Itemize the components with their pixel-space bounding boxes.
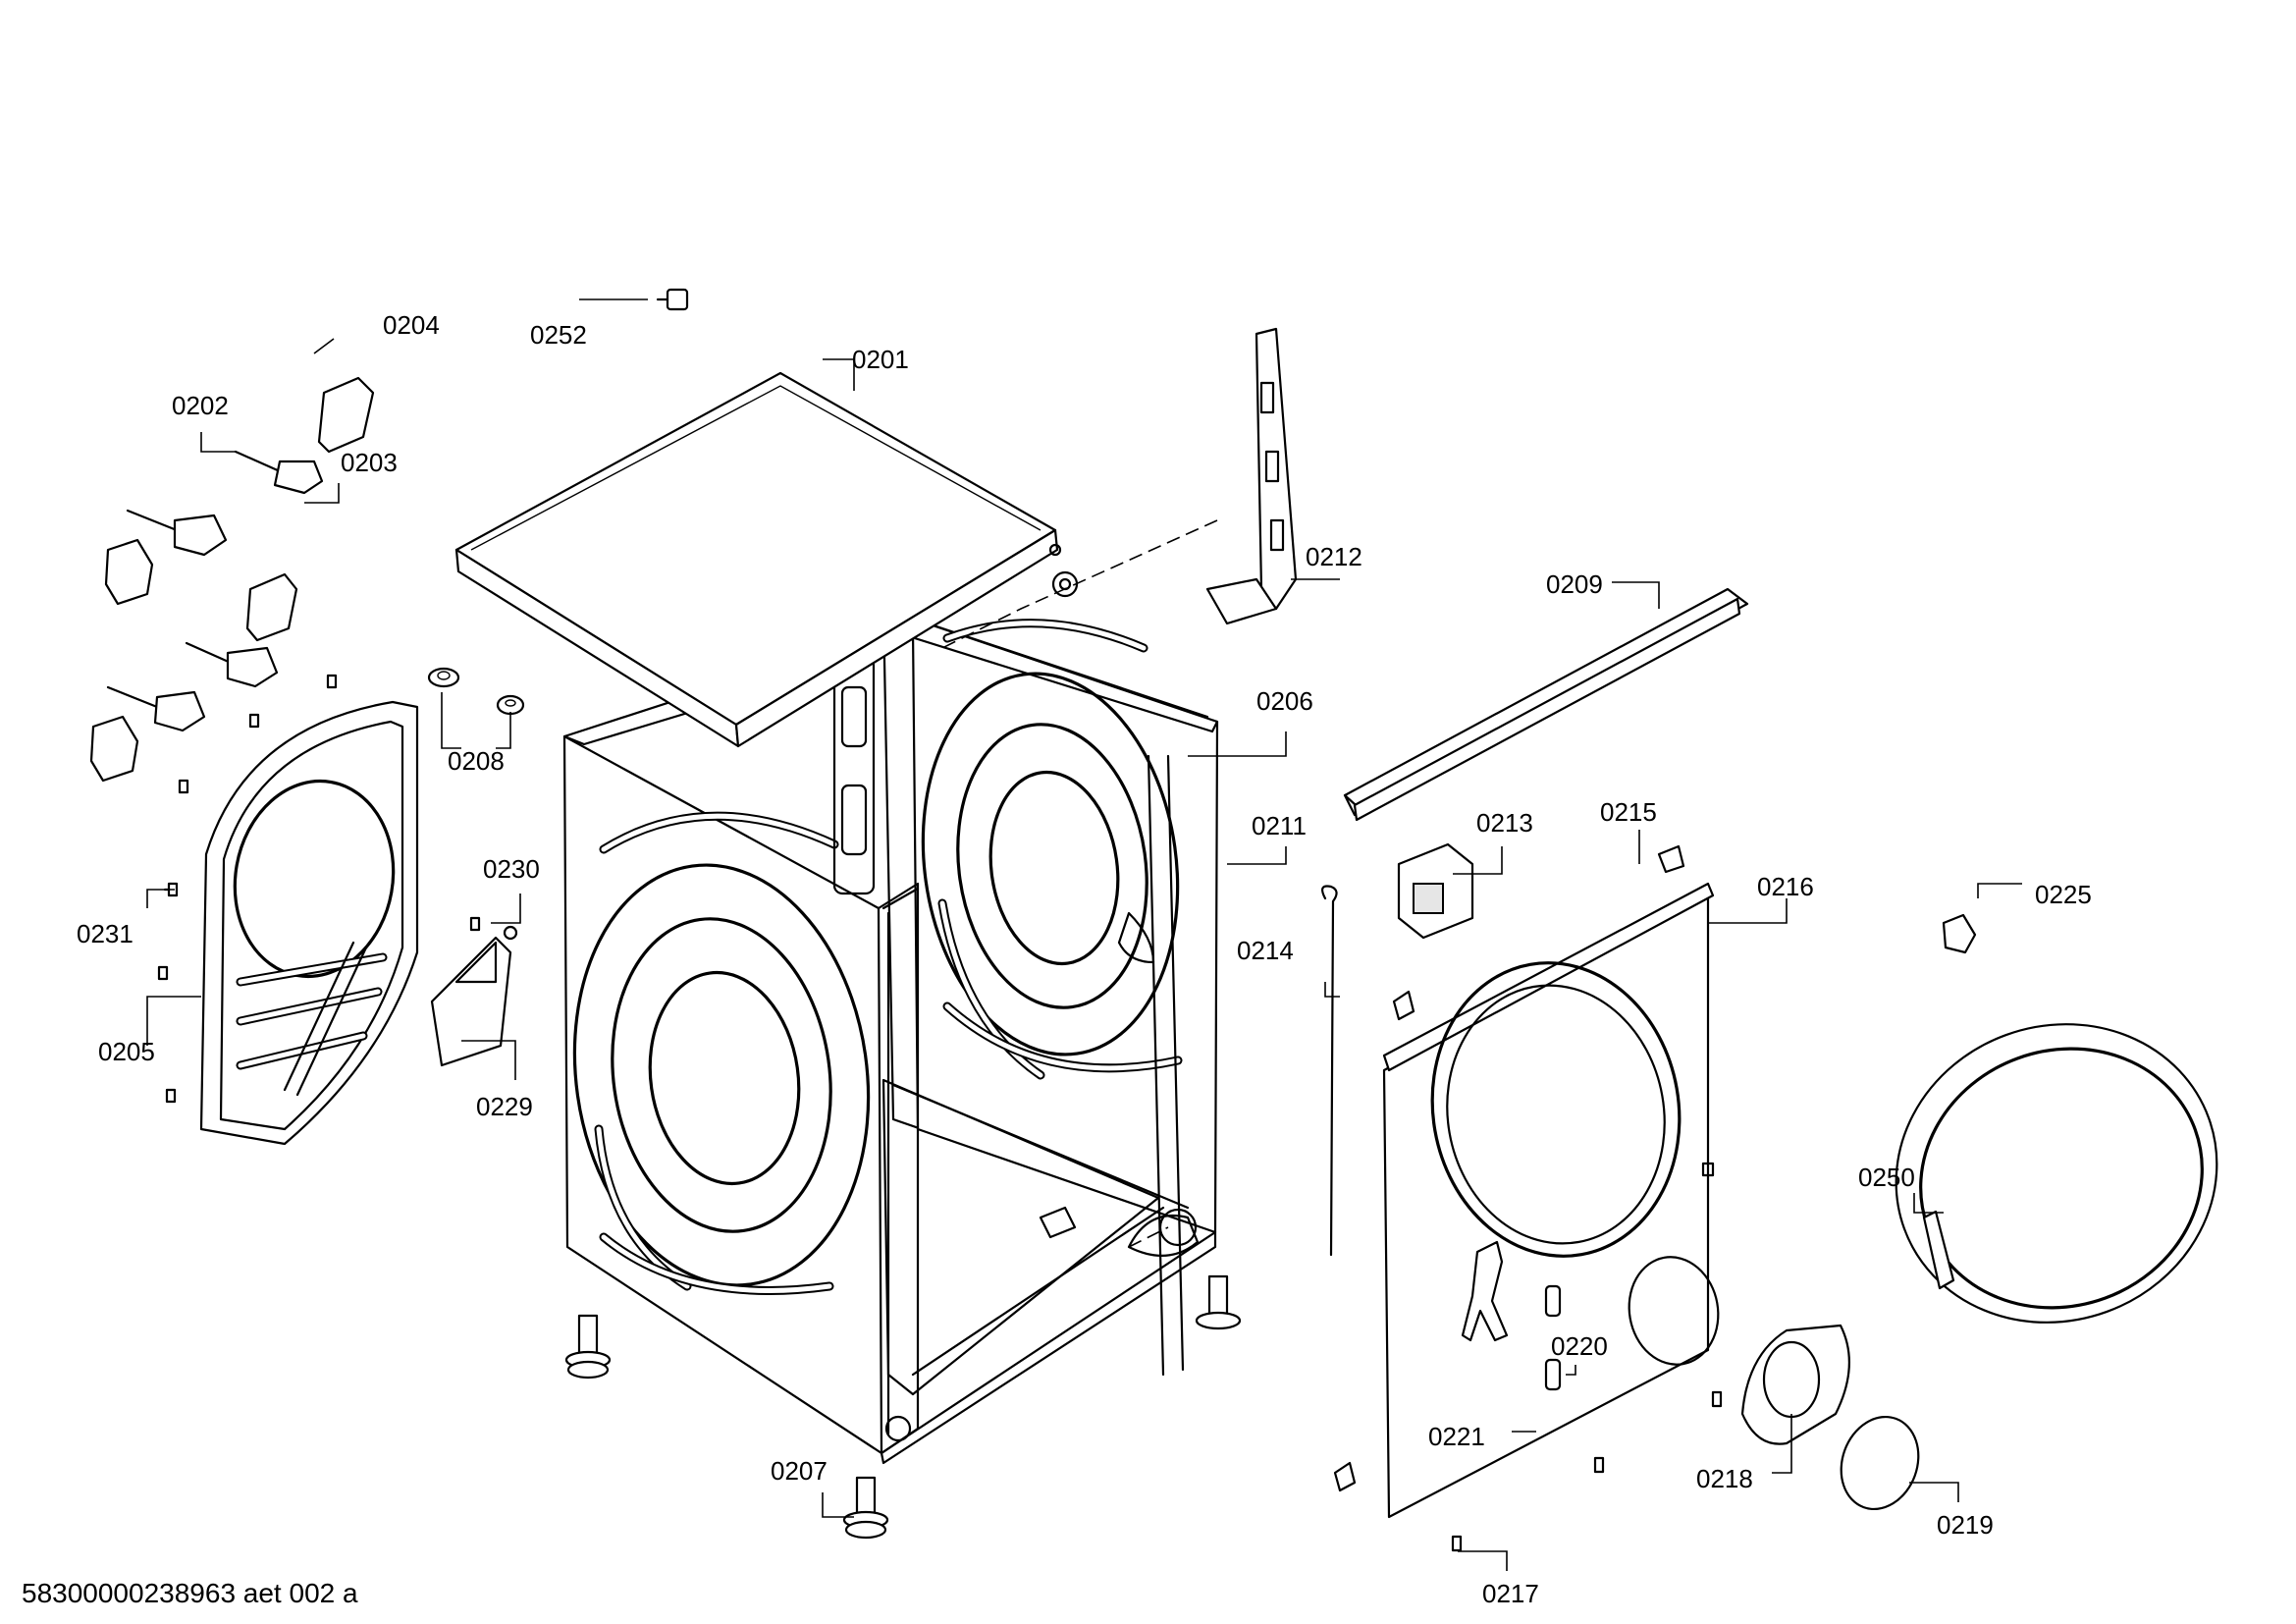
label-0209: 0209 bbox=[1546, 569, 1603, 599]
label-0211: 0211 bbox=[1252, 811, 1307, 840]
service-flap bbox=[1840, 1415, 1920, 1511]
grommets bbox=[427, 667, 525, 716]
front-panel bbox=[1382, 882, 1720, 1519]
cross-rail bbox=[1343, 587, 1749, 822]
label-0231: 0231 bbox=[77, 919, 133, 948]
door-handle-part bbox=[1942, 913, 1977, 954]
alignment-guide-2 bbox=[1128, 1226, 1169, 1248]
document-code: 58300000238963 aet 002 a bbox=[22, 1578, 358, 1608]
support-rail-vertical bbox=[1205, 327, 1298, 625]
label-0207: 0207 bbox=[771, 1456, 828, 1486]
label-0202: 0202 bbox=[172, 391, 229, 420]
label-0218: 0218 bbox=[1696, 1464, 1753, 1493]
top-cover bbox=[454, 371, 1079, 748]
label-0208: 0208 bbox=[448, 746, 505, 776]
label-0205: 0205 bbox=[98, 1037, 155, 1066]
label-0206: 0206 bbox=[1256, 686, 1313, 716]
adjustable-foot-right bbox=[1195, 1274, 1242, 1330]
label-0203: 0203 bbox=[341, 448, 398, 477]
label-0250: 0250 bbox=[1858, 1163, 1915, 1192]
label-0204: 0204 bbox=[383, 310, 440, 340]
adjustable-foot-left bbox=[564, 1314, 612, 1380]
label-0230: 0230 bbox=[483, 854, 540, 884]
cap-plug bbox=[656, 288, 689, 311]
label-0252: 0252 bbox=[530, 320, 587, 350]
porthole-door bbox=[1895, 1023, 2218, 1324]
label-0217: 0217 bbox=[1482, 1579, 1539, 1608]
label-0213: 0213 bbox=[1476, 808, 1533, 838]
label-0216: 0216 bbox=[1757, 872, 1814, 901]
label-0219: 0219 bbox=[1937, 1510, 1994, 1540]
shock-absorber-parts bbox=[89, 376, 375, 783]
wire-harness bbox=[1321, 885, 1338, 1257]
label-0212: 0212 bbox=[1306, 542, 1362, 571]
leader-lines bbox=[146, 298, 2022, 1571]
dispenser-bracket bbox=[430, 925, 518, 1067]
alignment-guide bbox=[941, 519, 1218, 649]
pump-filter-housing bbox=[1740, 1324, 1850, 1445]
adjustable-foot-front bbox=[842, 1476, 889, 1540]
label-0214: 0214 bbox=[1237, 936, 1294, 965]
hinge-brackets bbox=[1333, 844, 1685, 1492]
control-module bbox=[1397, 842, 1474, 940]
cabinet-housing bbox=[562, 607, 1219, 1465]
label-0201: 0201 bbox=[852, 345, 909, 374]
label-0229: 0229 bbox=[476, 1092, 533, 1121]
label-0220: 0220 bbox=[1551, 1331, 1608, 1361]
label-0221: 0221 bbox=[1428, 1422, 1485, 1451]
label-0225: 0225 bbox=[2035, 880, 2092, 909]
part-labels: 0252 0204 0201 0202 0203 0212 0209 0206 … bbox=[77, 310, 2092, 1608]
rear-panel bbox=[199, 700, 419, 1146]
label-0215: 0215 bbox=[1600, 797, 1657, 827]
